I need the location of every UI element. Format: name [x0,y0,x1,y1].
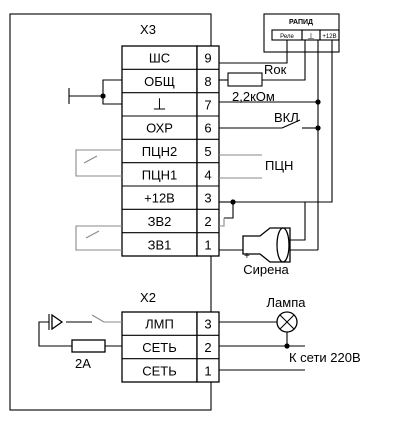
x2-pin-label: СЕТЬ [142,363,177,378]
external-contacts [75,149,262,251]
wire-siren-plus [290,202,306,241]
wires [68,40,333,251]
wire-12v-up [233,40,333,203]
rapid-device: РАПИД Реле ⊥ +12В [263,13,340,53]
wire-zv-left [75,225,122,251]
wire-shs [219,40,288,64]
x3-pin-number: 1 [204,237,211,252]
x3-pin-number: 3 [204,191,211,206]
pcn-label: ПЦН [265,158,293,173]
x3-number-column [196,45,220,257]
siren-label: Сирена [243,262,289,277]
x3-label-column [121,45,198,257]
x3-title: X3 [140,22,156,37]
switch-label: ВКЛ [274,110,299,125]
x2-title: X2 [140,290,156,305]
resistor-name: Rок [264,62,287,77]
x2-pin-number: 3 [204,317,211,332]
wire-diode-left [38,321,72,347]
diode-symbol [51,313,64,331]
x3-pin-number: 5 [204,144,211,159]
x2-pin-number: 1 [204,363,211,378]
resistor-value: 2,2кОм [232,89,275,104]
wire-obsh-left-down [102,96,122,105]
x3-pin-label: ОХР [146,121,173,136]
contact-lmp-left [91,314,105,323]
contact-pcn-left [83,155,98,164]
x3-pin-label: ШС [149,51,170,66]
x3-pin-number: 7 [204,97,211,112]
x2-pin-label: ЛМП [145,317,174,332]
mains: К сети 220В [219,343,361,371]
x3-pin-label: ЗВ2 [148,214,172,229]
junction-vkl [315,125,321,131]
x3-pin-number: 2 [204,214,211,229]
x3-pin-number: 9 [204,51,211,66]
wire-resistor-out [262,40,306,81]
fuse-symbol [71,339,106,353]
wire-obsh-left-up [102,79,122,96]
x3-pin-label: ПЦН2 [142,144,178,159]
fuse-label: 2А [75,356,91,371]
rapid-terminal-12v-label: +12В [322,34,336,40]
wire-zv2-right [219,218,225,227]
switch-vkl [281,119,301,129]
x2-pin-number: 2 [204,340,211,355]
wire-12v-stub [224,202,234,219]
x3-pin-label: ЗВ1 [148,237,172,252]
resistor-rok [227,72,263,87]
x2-label-column [121,311,198,383]
x3-pin-number: 4 [204,167,211,182]
x2-pin-label: СЕТЬ [142,340,177,355]
junction-ground [315,99,321,105]
contact-zv-left [85,230,100,239]
x3-pin-label: ПЦН1 [142,167,178,182]
rapid-terminal-ground-label: ⊥ [308,32,315,41]
mains-label: К сети 220В [289,350,361,365]
x3-pin-label: ⊥ [153,96,167,113]
x3-pin-number: 8 [204,74,211,89]
rapid-terminal-12v [319,29,340,41]
lamp-circuit-left: 2А [38,313,122,371]
junction-12v [230,199,236,205]
siren: + Сирена [242,227,291,277]
junction-mains [284,343,290,349]
rapid-title: РАПИД [289,19,313,26]
x3-pin-number: 6 [204,121,211,136]
wire-pcn-left [75,149,122,177]
lamp-cross-b [279,314,295,330]
rapid-terminal-rele-label: Реле [280,34,294,40]
x2-number-column [196,311,220,383]
lamp: Лампа [219,295,307,347]
siren-plus: + [244,251,250,262]
x3-pin-label: +12В [144,191,175,206]
siren-cone [276,227,290,263]
lamp-label: Лампа [267,295,307,310]
x3-pin-label: ОБЩ [144,74,175,89]
wire-lamp-return [219,332,288,347]
